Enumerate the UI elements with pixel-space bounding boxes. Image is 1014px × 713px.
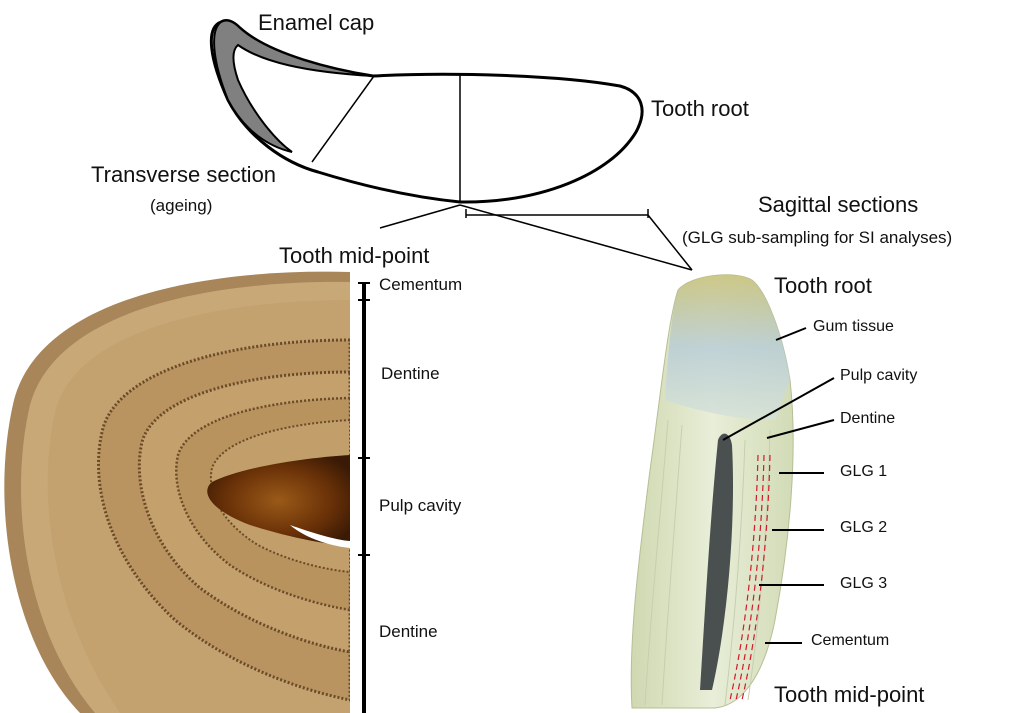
sagittal-tooth-root-label: Tooth root [774,275,872,297]
tooth-schematic [211,20,692,270]
cementum-label: Cementum [379,276,462,293]
gum-tissue-label: Gum tissue [813,319,894,335]
transverse-section-label: Transverse section [91,164,276,186]
transverse-scale-bar [358,283,370,713]
pulp-cavity-label: Pulp cavity [379,497,461,514]
dentine-label-lower: Dentine [379,623,438,640]
tooth-root-label: Tooth root [651,98,749,120]
ageing-label: (ageing) [150,197,212,214]
transverse-section-photo [0,268,350,713]
sagittal-tooth-mid-point-label: Tooth mid-point [774,684,924,706]
sagittal-sections-label: Sagittal sections [758,194,918,216]
glg2-label: GLG 2 [840,520,887,536]
dentine-label-upper: Dentine [381,365,440,382]
callout-line-left [380,205,460,228]
sagittal-pulp-cavity-label: Pulp cavity [840,368,917,384]
sagittal-dentine-label: Dentine [840,411,895,427]
enamel-cap-label: Enamel cap [258,12,374,34]
glg3-label: GLG 3 [840,576,887,592]
sagittal-note-label: (GLG sub-sampling for SI analyses) [682,229,952,246]
tooth-mid-point-label: Tooth mid-point [279,245,429,267]
sagittal-cementum-label: Cementum [811,633,889,649]
glg1-label: GLG 1 [840,464,887,480]
